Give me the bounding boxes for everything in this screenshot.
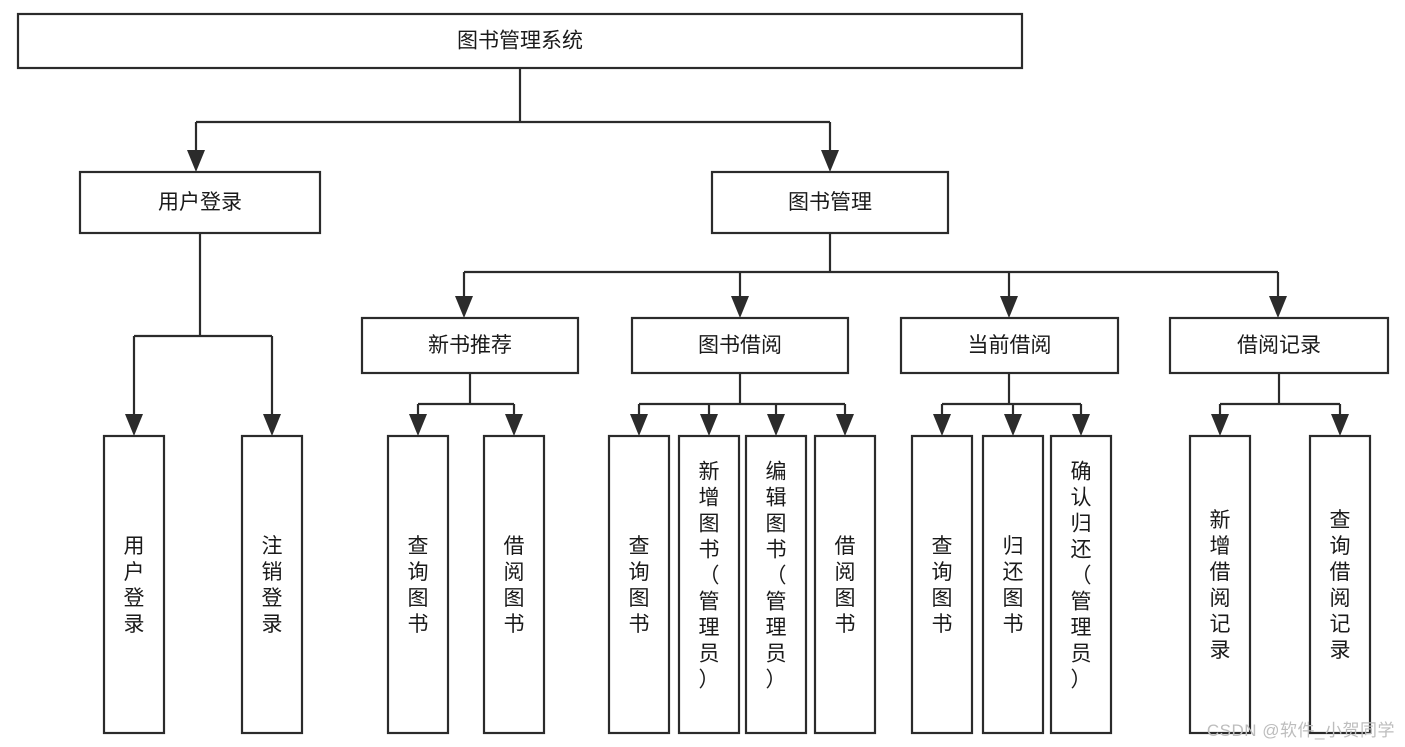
arrow-head-icon xyxy=(1211,414,1229,436)
node-label: 用户登录 xyxy=(158,191,242,214)
node-新书推荐[interactable]: 新书推荐 xyxy=(360,316,580,375)
node-box[interactable] xyxy=(744,434,808,735)
node-box[interactable] xyxy=(102,434,166,735)
arrow-head-icon xyxy=(933,414,951,436)
node-box[interactable] xyxy=(1049,434,1113,735)
node-借阅图书[interactable]: 借阅图书 xyxy=(482,434,546,735)
node-当前借阅[interactable]: 当前借阅 xyxy=(899,316,1120,375)
arrow-head-icon xyxy=(821,150,839,172)
arrow-head-icon xyxy=(700,414,718,436)
node-确认归还管理员[interactable]: 确认归还（管理员） xyxy=(1049,434,1113,735)
node-label: 查询图书 xyxy=(629,535,650,636)
node-图书借阅[interactable]: 图书借阅 xyxy=(630,316,850,375)
node-借阅图书[interactable]: 借阅图书 xyxy=(813,434,877,735)
node-label: 新书推荐 xyxy=(428,334,512,357)
node-box[interactable] xyxy=(240,434,304,735)
node-label: 借阅记录 xyxy=(1237,334,1321,357)
node-查询借阅记录[interactable]: 查询借阅记录 xyxy=(1308,434,1372,735)
node-box[interactable] xyxy=(1188,434,1252,735)
node-新增借阅记录[interactable]: 新增借阅记录 xyxy=(1188,434,1252,735)
node-label: 当前借阅 xyxy=(968,334,1052,357)
node-label: 图书借阅 xyxy=(698,334,782,357)
node-box[interactable] xyxy=(1168,316,1390,375)
node-注销登录[interactable]: 注销登录 xyxy=(240,434,304,735)
node-box[interactable] xyxy=(1308,434,1372,735)
node-图书管理[interactable]: 图书管理 xyxy=(710,170,950,235)
arrow-head-icon xyxy=(836,414,854,436)
node-box[interactable] xyxy=(630,316,850,375)
arrow-head-icon xyxy=(1072,414,1090,436)
node-label: 确认归还（管理员） xyxy=(1071,460,1092,691)
arrow-head-icon xyxy=(1000,296,1018,318)
arrow-head-icon xyxy=(1331,414,1349,436)
node-查询图书[interactable]: 查询图书 xyxy=(607,434,671,735)
node-box[interactable] xyxy=(360,316,580,375)
node-查询图书[interactable]: 查询图书 xyxy=(910,434,974,735)
node-新增图书管理员[interactable]: 新增图书（管理员） xyxy=(677,434,741,735)
node-查询图书[interactable]: 查询图书 xyxy=(386,434,450,735)
node-label: 注销登录 xyxy=(262,535,283,636)
node-box[interactable] xyxy=(910,434,974,735)
node-用户登录[interactable]: 用户登录 xyxy=(78,170,322,235)
node-box[interactable] xyxy=(677,434,741,735)
arrow-head-icon xyxy=(1004,414,1022,436)
node-归还图书[interactable]: 归还图书 xyxy=(981,434,1045,735)
arrow-head-icon xyxy=(187,150,205,172)
node-用户登录[interactable]: 用户登录 xyxy=(102,434,166,735)
arrow-head-icon xyxy=(455,296,473,318)
arrow-head-icon xyxy=(263,414,281,436)
arrow-head-icon xyxy=(767,414,785,436)
node-box[interactable] xyxy=(78,170,322,235)
node-box[interactable] xyxy=(981,434,1045,735)
node-label: 编辑图书（管理员） xyxy=(766,460,787,691)
node-label: 用户登录 xyxy=(124,535,145,636)
node-label: 归还图书 xyxy=(1003,535,1024,636)
node-box[interactable] xyxy=(899,316,1120,375)
node-label: 图书管理系统 xyxy=(457,30,583,53)
node-label: 借阅图书 xyxy=(504,535,525,636)
node-box[interactable] xyxy=(607,434,671,735)
arrow-head-icon xyxy=(1269,296,1287,318)
node-box[interactable] xyxy=(16,12,1024,70)
arrow-head-icon xyxy=(125,414,143,436)
node-借阅记录[interactable]: 借阅记录 xyxy=(1168,316,1390,375)
arrow-head-icon xyxy=(505,414,523,436)
node-编辑图书管理员[interactable]: 编辑图书（管理员） xyxy=(744,434,808,735)
connector-layer xyxy=(125,68,1349,436)
arrow-head-icon xyxy=(630,414,648,436)
arrow-head-icon xyxy=(731,296,749,318)
node-label: 借阅图书 xyxy=(835,535,856,636)
node-label: 新增借阅记录 xyxy=(1210,509,1231,662)
node-box[interactable] xyxy=(386,434,450,735)
node-box[interactable] xyxy=(710,170,950,235)
node-图书管理系统[interactable]: 图书管理系统 xyxy=(16,12,1024,70)
node-label: 查询图书 xyxy=(408,535,429,636)
arrow-head-icon xyxy=(409,414,427,436)
node-label: 查询借阅记录 xyxy=(1330,509,1351,662)
node-label: 图书管理 xyxy=(788,191,872,214)
node-layer: 图书管理系统用户登录图书管理新书推荐图书借阅当前借阅借阅记录用户登录注销登录查询… xyxy=(16,12,1390,735)
node-label: 查询图书 xyxy=(932,535,953,636)
node-label: 新增图书（管理员） xyxy=(699,460,720,691)
node-box[interactable] xyxy=(813,434,877,735)
node-box[interactable] xyxy=(482,434,546,735)
